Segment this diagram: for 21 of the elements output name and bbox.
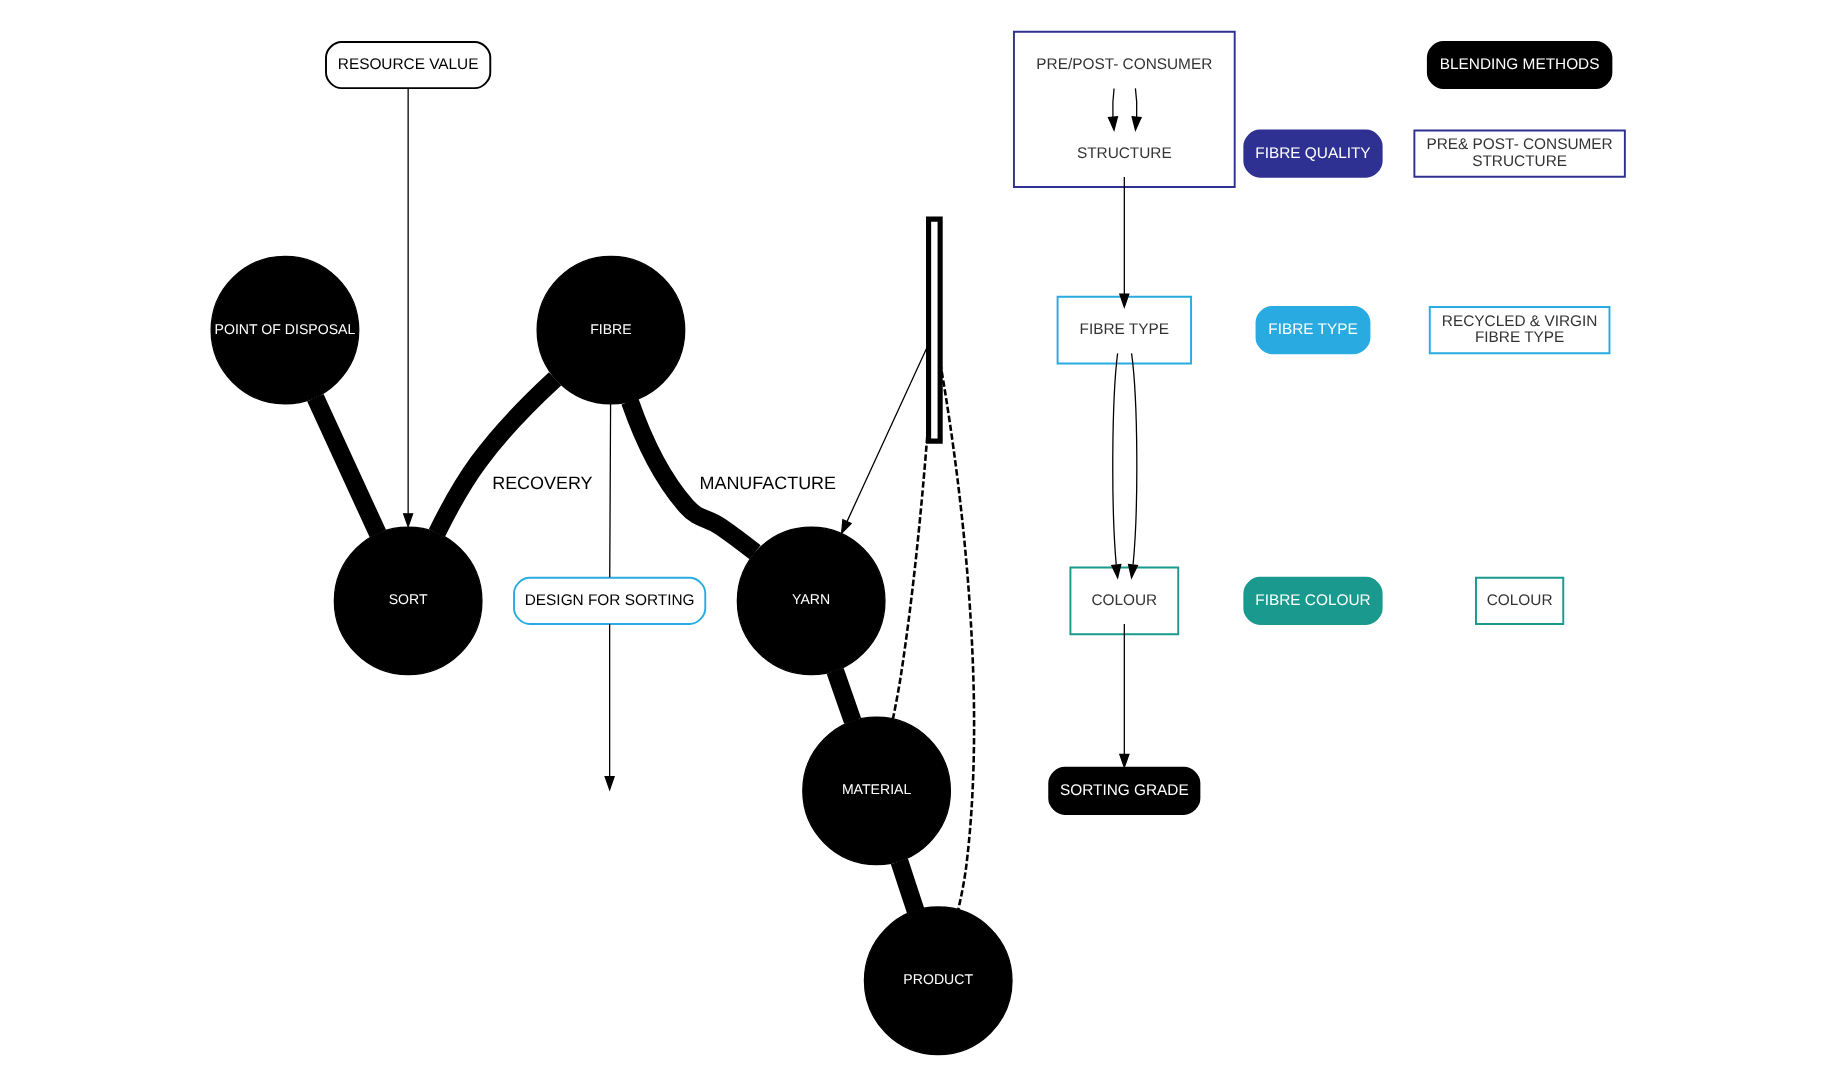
node-bracket	[925, 216, 942, 444]
arrow	[1117, 176, 1129, 309]
connector	[427, 372, 561, 537]
arrow	[1126, 352, 1138, 580]
arrow	[839, 343, 929, 536]
arrow	[1109, 352, 1121, 580]
connector	[306, 393, 385, 538]
connector	[825, 667, 861, 724]
arrow	[1130, 87, 1142, 132]
cluster	[1011, 30, 1235, 188]
connector	[620, 398, 760, 560]
edge-label: RECOVERY	[491, 473, 592, 494]
arrow	[401, 87, 413, 529]
cluster	[1068, 566, 1179, 636]
edge-label: MANUFACTURE	[698, 473, 836, 494]
connector	[889, 858, 924, 914]
connector	[608, 403, 611, 578]
connector	[937, 362, 975, 910]
arrow	[1106, 87, 1118, 132]
arrow	[1117, 623, 1129, 770]
arrow	[603, 623, 615, 792]
